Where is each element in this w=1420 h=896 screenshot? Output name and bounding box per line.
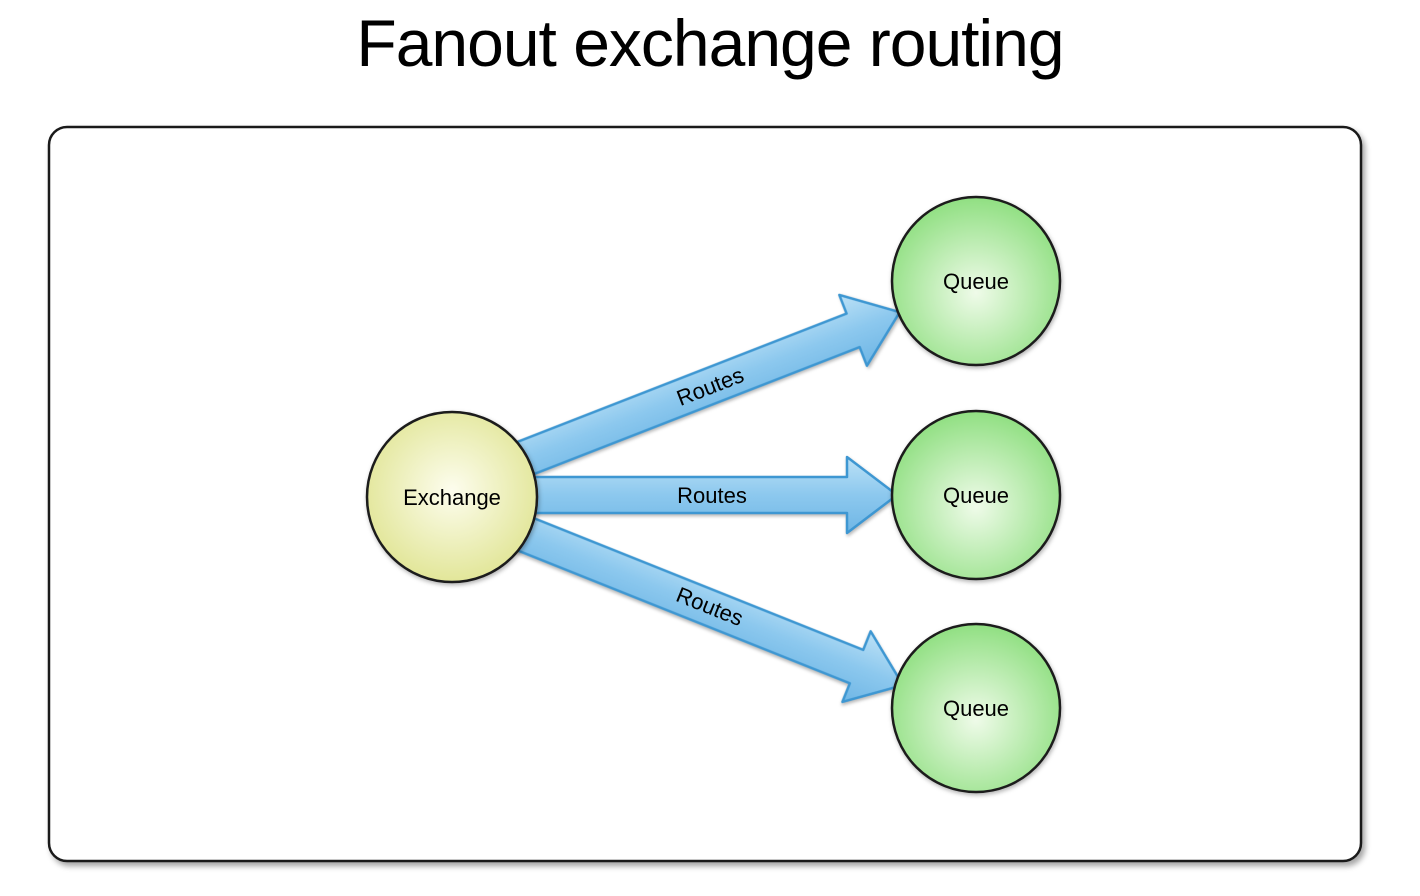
queue-circle-1	[890, 195, 1062, 367]
queue-circle-2	[890, 409, 1062, 581]
queue-node-3: Queue	[890, 622, 1062, 794]
route-arrow-top	[492, 293, 901, 487]
exchange-node: Exchange	[365, 410, 539, 584]
queue-node-1: Queue	[890, 195, 1062, 367]
exchange-circle	[365, 410, 539, 584]
route-label-middle: Routes	[677, 483, 747, 508]
diagram-title: Fanout exchange routing	[356, 6, 1064, 80]
queue-node-2: Queue	[890, 409, 1062, 581]
arrows-group	[492, 293, 905, 704]
exchange-label: Exchange	[403, 485, 501, 510]
route-arrow-middle	[498, 455, 899, 535]
route-arrow-bottom	[492, 506, 905, 704]
queue-label-1: Queue	[943, 269, 1009, 294]
queue-label-3: Queue	[943, 696, 1009, 721]
queue-label-2: Queue	[943, 483, 1009, 508]
queue-circle-3	[890, 622, 1062, 794]
